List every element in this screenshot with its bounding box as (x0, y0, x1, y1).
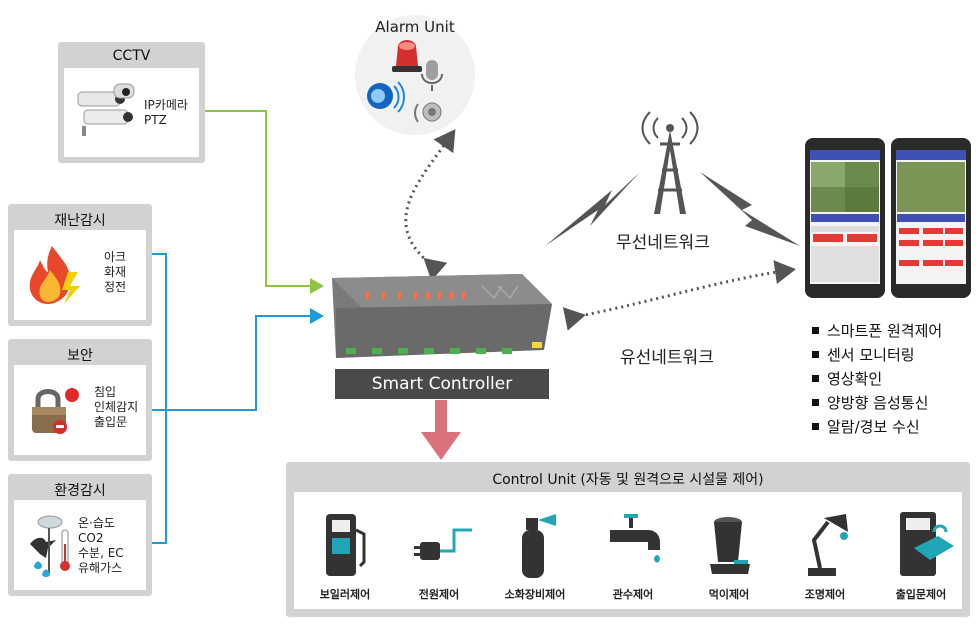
control-unit-title: Control Unit (자동 및 원격으로 시설물 제어) (492, 472, 764, 488)
cctv-camera-icon (77, 83, 135, 136)
feature-item: 영상확인 (812, 367, 942, 391)
cctv-line: PTZ (144, 113, 167, 127)
feature-item: 양방향 음성통신 (812, 391, 942, 415)
wired-network-label: 유선네트워크 (620, 348, 714, 368)
device-label: 관수제어 (612, 588, 654, 601)
disaster-line: 정전 (104, 280, 127, 294)
smart-controller-label: Smart Controller (335, 369, 549, 399)
security-line: 침입 (94, 385, 117, 399)
alarm-unit-title: Alarm Unit (375, 18, 455, 36)
feature-list: 스마트폰 원격제어 센서 모니터링 영상확인 양방향 음성통신 알람/경보 수신 (812, 319, 942, 439)
device-label: 조명제어 (804, 588, 846, 601)
boiler-icon (326, 514, 366, 576)
wireless-tower-icon (641, 111, 699, 214)
alarm-unit-circle (355, 15, 475, 135)
panel-title: 재난감시 (54, 213, 106, 229)
environment-panel: 환경감시 온·습도 CO2 수분, EC 유해가스 (8, 474, 152, 596)
environment-line: 유해가스 (78, 561, 123, 575)
sensor-link (166, 308, 324, 411)
wired-link (562, 260, 796, 331)
device-irrigation: 관수제어 (588, 492, 678, 609)
fire-extinguisher-icon (522, 514, 556, 578)
padlock-icon (32, 388, 79, 434)
panel-title: CCTV (112, 48, 151, 64)
device-feeder: 먹이제어 (684, 492, 774, 609)
panel-title: 보안 (67, 348, 93, 364)
device-door: 출입문제어 (876, 492, 966, 609)
cctv-panel: CCTV IP카메라 PTZ (58, 42, 205, 163)
security-line: 출입문 (94, 415, 128, 429)
feature-item: 알람/경보 수신 (812, 415, 942, 439)
alarm-link (404, 129, 456, 281)
wireless-bolt-left (545, 172, 640, 246)
weather-sensor-icon (30, 515, 70, 577)
fire-icon (29, 246, 80, 304)
smartphone-icon (805, 138, 971, 298)
cctv-line: IP카메라 (144, 98, 188, 112)
sensor-bus (152, 253, 167, 544)
power-plug-icon (414, 528, 472, 560)
disaster-line: 아크 (104, 250, 127, 264)
device-label: 보일러제어 (319, 588, 371, 601)
disaster-line: 화재 (104, 265, 127, 279)
wireless-bolt-right (700, 172, 800, 246)
door-lock-icon (900, 512, 954, 576)
device-label: 소화장비제어 (504, 588, 566, 601)
device-boiler: 보일러제어 (300, 492, 390, 609)
environment-line: CO2 (78, 531, 104, 545)
faucet-icon (610, 514, 660, 563)
device-label: 전원제어 (418, 588, 460, 601)
feature-item: 스마트폰 원격제어 (812, 319, 942, 343)
device-power: 전원제어 (394, 492, 484, 609)
panel-title: 환경감시 (54, 483, 106, 499)
feature-item: 센서 모니터링 (812, 343, 942, 367)
environment-line: 수분, EC (78, 546, 124, 560)
siren-icon (392, 66, 422, 72)
device-label: 출입문제어 (895, 588, 947, 601)
control-unit-panel: Control Unit (자동 및 원격으로 시설물 제어) 보일러제어 전원… (286, 462, 970, 617)
cctv-link (205, 110, 324, 294)
feeder-icon (710, 517, 750, 574)
security-line: 인체감지 (94, 400, 139, 414)
smart-controller-device (332, 274, 552, 358)
wireless-network-label: 무선네트워크 (616, 233, 710, 253)
device-lighting: 조명제어 (780, 492, 870, 609)
lamp-icon (808, 514, 848, 576)
security-panel: 보안 침입 인체감지 출입문 (8, 339, 152, 461)
device-label: 먹이제어 (708, 588, 750, 601)
disaster-panel: 재난감시 아크 화재 정전 (8, 204, 152, 326)
environment-line: 온·습도 (78, 516, 115, 530)
device-fire-extinguisher: 소화장비제어 (490, 492, 580, 609)
